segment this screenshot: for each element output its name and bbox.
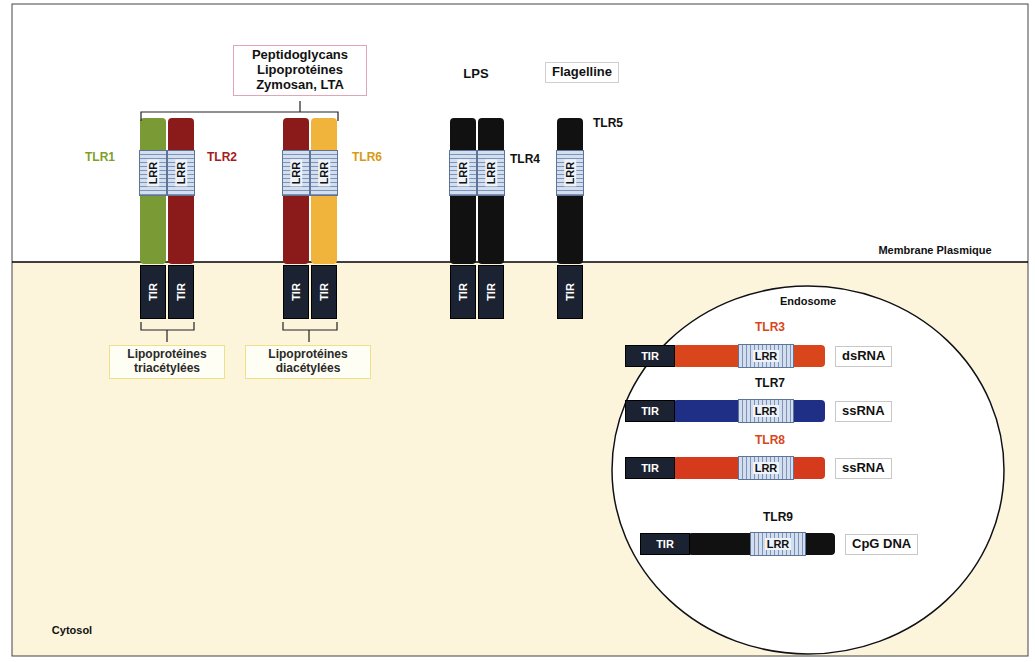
cytosol-region: [12, 262, 1028, 656]
receptor-body: [673, 400, 825, 422]
lrr-domain-text: LRR: [485, 160, 497, 187]
tir-domain: TIR: [283, 265, 309, 319]
ligand-box: Flagelline: [545, 62, 619, 83]
lrr-domain: LRR: [738, 399, 794, 423]
tir-domain: TIR: [311, 265, 337, 319]
ligand-box-text: ssRNA: [842, 460, 885, 475]
ligand-box: CpG DNA: [845, 534, 918, 555]
receptor-name: TLR6: [352, 151, 382, 164]
lrr-domain: LRR: [477, 150, 505, 196]
tir-domain-text: TIR: [564, 283, 576, 301]
endosome-compartment-text: Endosome: [780, 295, 836, 307]
lrr-domain-text: LRR: [753, 350, 780, 362]
ligand-box-text: dsRNA: [842, 348, 885, 363]
lrr-domain-text: LRR: [753, 405, 780, 417]
lrr-domain-text: LRR: [290, 160, 302, 187]
lrr-domain-text: LRR: [753, 462, 780, 474]
lrr-domain: LRR: [738, 456, 794, 480]
ligand-box: Peptidoglycans Lipoprotéines Zymosan, LT…: [233, 45, 367, 96]
receptor-body: [168, 118, 194, 264]
receptor-name: TLR5: [593, 117, 623, 130]
ligand-box-text: Lipoprotéines triacétylées: [127, 347, 206, 375]
ligand-box-text: Peptidoglycans Lipoprotéines Zymosan, LT…: [252, 47, 348, 92]
ligand-box-text: Flagelline: [552, 64, 612, 79]
receptor-body: [478, 118, 504, 264]
receptor-name: TLR7: [755, 377, 785, 390]
receptor-name: TLR8: [755, 434, 785, 447]
tir-domain-text: TIR: [290, 283, 302, 301]
receptor-body: [311, 118, 337, 264]
bracket: [141, 322, 194, 342]
tir-domain: TIR: [168, 265, 194, 319]
lrr-domain: LRR: [750, 532, 806, 556]
tir-domain: TIR: [140, 265, 166, 319]
lrr-domain: LRR: [167, 150, 195, 196]
tir-domain: TIR: [625, 345, 675, 367]
region-label: Membrane Plasmique: [878, 244, 991, 256]
lrr-domain: LRR: [738, 344, 794, 368]
ligand-box: ssRNA: [835, 458, 892, 479]
bracket: [141, 101, 338, 121]
receptor-body: [557, 118, 583, 264]
tir-domain: TIR: [625, 457, 675, 479]
lrr-domain: LRR: [310, 150, 338, 196]
tir-domain: TIR: [640, 533, 690, 555]
receptor-body: [450, 118, 476, 264]
ligand-box: ssRNA: [835, 401, 892, 422]
ligand-box: dsRNA: [835, 346, 892, 367]
tir-domain-text: TIR: [318, 283, 330, 301]
lrr-domain-text: LRR: [318, 160, 330, 187]
ligand-box-text: CpG DNA: [852, 536, 911, 551]
tir-domain-text: TIR: [175, 283, 187, 301]
lrr-domain-text: LRR: [175, 160, 187, 187]
bracket: [283, 322, 337, 342]
receptor-body: [673, 457, 825, 479]
lrr-domain-text: LRR: [457, 160, 469, 187]
figure-frame: [12, 4, 1028, 656]
receptor-name: TLR3: [755, 321, 785, 334]
tir-domain: TIR: [625, 400, 675, 422]
tir-domain-text: TIR: [147, 283, 159, 301]
ligand-name: LPS: [463, 67, 488, 81]
tir-domain: TIR: [450, 265, 476, 319]
lrr-domain-text: LRR: [147, 160, 159, 187]
endosome-membrane: [612, 286, 1004, 654]
receptor-body: [283, 118, 309, 264]
lrr-domain: LRR: [139, 150, 167, 196]
receptor-name: TLR9: [763, 511, 793, 524]
lrr-domain-text: LRR: [765, 538, 792, 550]
receptor-name: TLR4: [510, 153, 540, 166]
tir-domain-text: TIR: [641, 462, 659, 474]
tir-domain-text: TIR: [485, 283, 497, 301]
tir-domain-text: TIR: [641, 350, 659, 362]
ligand-box: Lipoprotéines triacétylées: [109, 345, 225, 379]
receptor-body: [688, 533, 835, 555]
receptor-body: [673, 345, 825, 367]
receptor-name: TLR1: [85, 151, 115, 164]
tir-domain-text: TIR: [641, 405, 659, 417]
tir-domain-text: TIR: [656, 538, 674, 550]
ligand-box-text: ssRNA: [842, 403, 885, 418]
region-label: Cytosol: [52, 624, 92, 636]
tir-domain: TIR: [478, 265, 504, 319]
lrr-domain-text: LRR: [564, 160, 576, 187]
lrr-domain: LRR: [449, 150, 477, 196]
lrr-domain: LRR: [556, 150, 584, 196]
receptor-name: TLR2: [207, 151, 237, 164]
ligand-box: Lipoprotéines diacétylées: [245, 345, 371, 379]
receptor-body: [140, 118, 166, 264]
tir-domain-text: TIR: [457, 283, 469, 301]
tir-domain: TIR: [557, 265, 583, 319]
ligand-box-text: Lipoprotéines diacétylées: [268, 347, 347, 375]
endosome-lumen: [611, 285, 1005, 655]
lrr-domain: LRR: [282, 150, 310, 196]
